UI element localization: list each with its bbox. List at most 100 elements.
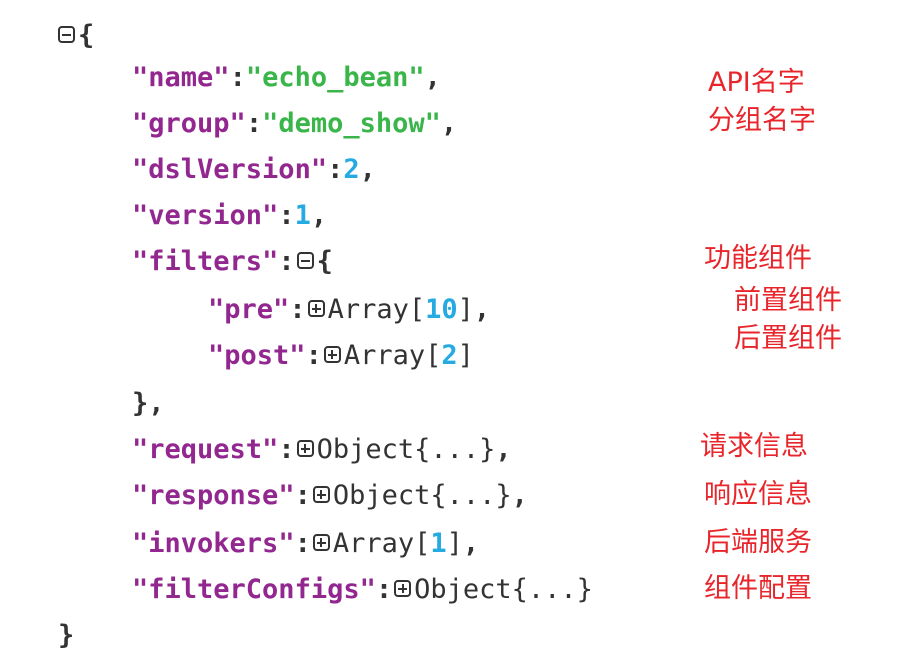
json-value-version: 1	[294, 200, 311, 231]
json-line-group: "group":"demo_show",	[132, 102, 457, 146]
json-line-invokers: "invokers":Array[1],	[132, 528, 480, 559]
annotation-pre: 前置组件	[734, 285, 842, 316]
filterconfigs-expand-icon[interactable]	[394, 580, 412, 597]
json-key-quote-open: "	[132, 574, 149, 605]
json-key-dslversion: dslVersion	[148, 154, 311, 185]
json-key-filters: filters	[148, 246, 263, 277]
json-comma: ,	[310, 200, 328, 231]
json-line-request: "request": Object{...},	[132, 428, 512, 472]
json-key-quote-close: "	[310, 154, 328, 185]
root-open-brace: {	[78, 20, 95, 51]
filters-open-brace: {	[316, 246, 333, 277]
json-colon: :	[305, 340, 322, 371]
annotation-filters: 功能组件	[704, 243, 812, 274]
json-line-filterconfigs: "filterConfigs": Object{...}	[132, 568, 593, 612]
json-colon: :	[229, 62, 246, 93]
request-summary: Object{...}	[316, 434, 496, 465]
post-type: Array	[343, 340, 426, 371]
root-close-brace: }	[58, 620, 75, 651]
response-expand-icon[interactable]	[312, 486, 330, 503]
annotation-name: API名字	[708, 67, 805, 98]
json-key-quote-open: "	[208, 294, 225, 325]
json-key-post: post	[224, 340, 290, 371]
annotation-invokers: 后端服务	[704, 527, 812, 558]
json-key-quote-close: "	[278, 480, 295, 511]
json-comma: ,	[440, 108, 458, 139]
json-colon: :	[327, 154, 344, 185]
pre-expand-icon[interactable]	[307, 300, 325, 317]
filters-close-brace: },	[132, 388, 165, 419]
json-key-quote-close: "	[229, 108, 246, 139]
json-comma: ,	[424, 62, 441, 93]
json-line-filters: "filters": {	[132, 240, 333, 284]
json-key-invokers: invokers	[148, 528, 279, 559]
json-key-quote-open: "	[132, 154, 149, 185]
json-line-version: "version":1,	[132, 194, 327, 238]
json-key-quote-close: "	[273, 294, 290, 325]
json-line-name: "name":"echo_bean",	[132, 56, 441, 100]
filterconfigs-summary: Object{...}	[414, 574, 593, 605]
pre-count: 10	[425, 294, 458, 325]
json-key-quote-open: "	[132, 528, 149, 559]
json-value-group: demo_show	[278, 108, 425, 139]
json-comma: ,	[511, 480, 528, 511]
json-colon: :	[294, 528, 311, 559]
json-root-close-line: }	[58, 614, 74, 658]
json-comma: ,	[462, 528, 480, 559]
json-colon: :	[278, 246, 295, 277]
invokers-type: Array	[332, 528, 415, 559]
json-key-request: request	[148, 434, 263, 465]
post-count: 2	[441, 340, 458, 371]
pre-type: Array	[327, 294, 409, 325]
json-string-quote-open: "	[262, 108, 279, 139]
json-key-group: group	[148, 108, 230, 139]
json-key-quote-open: "	[132, 62, 149, 93]
invokers-expand-icon[interactable]	[312, 534, 330, 551]
annotation-response: 响应信息	[704, 479, 812, 510]
json-key-quote-close: "	[262, 434, 279, 465]
response-summary: Object{...}	[332, 480, 512, 511]
json-line-response: "response":Object{...},	[132, 474, 528, 518]
annotation-request: 请求信息	[700, 431, 808, 462]
invokers-count: 1	[430, 528, 447, 559]
json-line-dslversion: "dslVersion":2,	[132, 148, 376, 192]
post-expand-icon[interactable]	[323, 346, 341, 363]
json-root-open-line: {	[56, 14, 94, 58]
json-key-quote-open: "	[132, 108, 149, 139]
json-key-pre: pre	[224, 294, 274, 325]
json-key-quote-close: "	[262, 246, 279, 277]
json-key-response: response	[148, 480, 279, 511]
json-colon: :	[278, 200, 295, 231]
annotation-filterconfigs: 组件配置	[704, 573, 812, 604]
json-line-pre: "pre":Array[10],	[208, 294, 491, 325]
json-value-dslversion: 2	[343, 154, 360, 185]
json-key-quote-open: "	[132, 434, 149, 465]
json-key-quote-open: "	[132, 480, 149, 511]
annotation-group: 分组名字	[708, 105, 816, 136]
json-key-quote-open: "	[208, 340, 225, 371]
json-string-quote-close: "	[424, 108, 441, 139]
json-key-filterconfigs: filterConfigs	[148, 574, 360, 605]
json-key-quote-close: "	[359, 574, 376, 605]
json-key-name: name	[148, 62, 214, 93]
json-value-name: echo_bean	[262, 62, 409, 93]
json-comma: ,	[359, 154, 376, 185]
json-key-quote-close: "	[213, 62, 230, 93]
json-line-post: "post":Array[2]	[208, 340, 474, 371]
json-string-quote-open: "	[245, 62, 263, 93]
json-comma: ,	[473, 294, 491, 325]
json-comma: ,	[495, 434, 512, 465]
json-line-filters-close: },	[132, 382, 165, 426]
json-key-quote-close: "	[278, 528, 295, 559]
json-key-quote-close: "	[289, 340, 306, 371]
filters-collapse-icon[interactable]	[296, 252, 314, 269]
json-key-quote-open: "	[132, 246, 149, 277]
json-colon: :	[245, 108, 263, 139]
json-key-quote-open: "	[132, 200, 149, 231]
json-colon: :	[375, 574, 393, 605]
request-expand-icon[interactable]	[296, 440, 314, 457]
root-collapse-icon[interactable]	[58, 26, 75, 43]
json-colon: :	[278, 434, 295, 465]
json-string-quote-close: "	[408, 62, 425, 93]
